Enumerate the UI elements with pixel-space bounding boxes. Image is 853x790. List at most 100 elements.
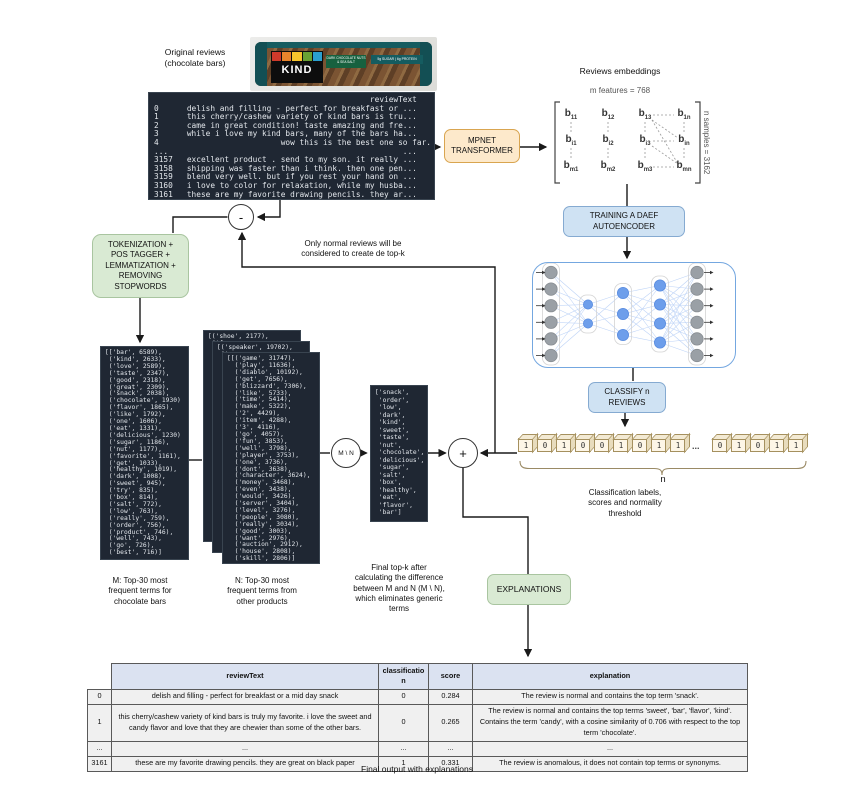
row-score: 0.331 [428,755,473,772]
table-header-row: reviewText classification score explanat… [88,663,748,690]
ae-line [550,304,589,323]
ae-line [587,304,624,315]
col-classification: classification [378,663,429,690]
row-review: this cherry/cashew variety of kind bars … [111,703,379,742]
ae-rect [614,283,632,345]
ae-path [710,287,714,291]
row-index: 1 [87,703,112,742]
topk-caption: Final top-k after calculating the differ… [353,563,445,614]
ae-line [550,305,589,324]
matrix-cell: b13 [638,108,652,121]
matrix-cell: bi2 [602,134,614,147]
ae-path [542,287,546,291]
ae-line [659,285,698,323]
ae-line [622,292,661,324]
ae-circle [654,317,667,330]
ae-circle [583,318,594,329]
feedback-note: Only normal reviews will be considered t… [301,239,405,259]
ae-line [659,285,698,340]
n-brace [519,460,807,476]
ae-line [622,285,661,294]
matrix-cell: bm2 [600,160,616,173]
ae-line [659,323,698,340]
ae-line [659,304,698,340]
ae-line [622,304,661,336]
ae-circle [583,299,594,310]
strip-cell: 0 [537,438,553,452]
row-classification: 0 [378,688,429,705]
ae-circle [690,265,704,280]
ae-line [659,323,698,356]
ae-circle [690,282,704,296]
training-daef-box: TRAINING A DAEF AUTOENCODER [563,206,685,237]
ae-line [659,322,698,343]
strip-cell: 0 [632,438,648,452]
kind-color-stripes [271,51,323,61]
kind-variant-badge: DARK CHOCOLATE NUTS & SEA SALT [326,55,366,68]
ae-line [659,285,698,306]
ae-line [587,313,624,324]
ae-line [659,272,698,305]
row-explanation: The review is normal and contains the to… [472,688,748,705]
strip-cell: 1 [670,438,686,452]
matrix-cell: bin [678,134,690,147]
ae-line [659,288,698,343]
kind-bar-image: KIND DARK CHOCOLATE NUTS & SEA SALT 5g S… [250,37,437,91]
ae-circle [690,315,704,329]
matrix-cell: bmn [676,160,692,173]
row-index: 0 [87,688,112,705]
ae-path [710,353,714,358]
kind-brand-text: KIND [281,64,313,76]
autoencoder-diagram [532,262,736,368]
col-explanation: explanation [472,663,748,690]
ae-circle [690,348,704,363]
ae-line [622,313,661,343]
ae-path [542,337,546,341]
ae-line [550,304,589,340]
classification-caption: Classification labels, scores and normal… [588,488,662,518]
ae-line [659,304,698,356]
ae-line [622,285,661,336]
ae-line [550,304,589,356]
strip-cell: 1 [556,438,572,452]
ae-circle [617,286,630,299]
kind-bar-left-crimp [255,42,267,86]
row-review: ... [111,740,379,757]
row-review: delish and filling - perfect for breakfa… [111,688,379,705]
ae-line [659,305,698,324]
matrix-cell: b11 [564,108,578,121]
explanations-box: EXPLANATIONS [487,574,571,605]
strip-cell: 1 [788,438,804,452]
strip-cell: 1 [613,438,629,452]
ae-line [659,288,698,324]
strip-cell: 1 [518,438,534,452]
ae-line [587,323,624,336]
strip-cell: 0 [712,438,728,452]
matrix-cell: bi3 [639,134,651,147]
strip-cell: 0 [750,438,766,452]
row-index: ... [87,740,112,757]
set-difference-operator: M \ N [331,438,361,468]
ae-line [659,272,698,324]
ae-circle [544,348,558,363]
kind-bar-top-band [255,42,432,48]
row-explanation: The review is normal and contains the to… [472,703,748,742]
ae-line [659,272,698,343]
ae-circle [544,265,558,280]
ae-line [587,304,624,336]
ae-line [550,272,589,305]
matrix-cell: b1n [677,108,691,121]
strip-cell: 0 [575,438,591,452]
reviews-dataframe: reviewText 0 delish and filling - perfec… [148,92,435,200]
ae-line [622,304,661,315]
strip-cell: 1 [731,438,747,452]
matrix-cell: bm1 [563,160,579,173]
ae-circle [544,282,558,296]
row-score: 0.265 [428,703,473,742]
table-row: 0 delish and filling - perfect for break… [87,688,748,705]
ae-path [542,303,546,308]
ae-circle [654,279,667,292]
corner-cell [88,664,112,690]
